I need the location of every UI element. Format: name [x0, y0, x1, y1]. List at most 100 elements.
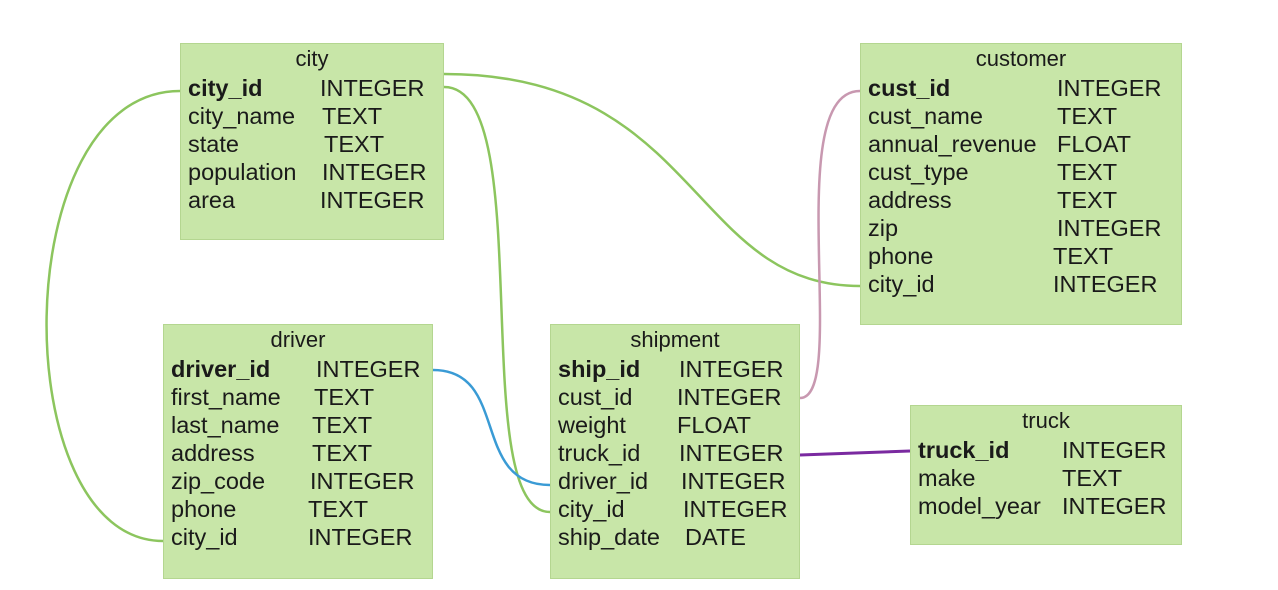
customer-field-cust-id: cust_id INTEGER — [861, 74, 1181, 102]
field-type: INTEGER — [322, 159, 427, 185]
field-type: TEXT — [308, 496, 369, 522]
field-type: INTEGER — [683, 496, 788, 522]
shipment-table-title: shipment — [630, 327, 720, 352]
shipment-field-driver-id: driver_id INTEGER — [551, 467, 799, 495]
field-name: city_id — [171, 524, 238, 550]
field-type: TEXT — [1057, 103, 1118, 129]
customer-field-annual-revenue: annual_revenue FLOAT — [861, 130, 1181, 158]
customer-field-city-id: city_id INTEGER — [861, 270, 1181, 298]
field-name: make — [918, 465, 976, 491]
field-type: INTEGER — [681, 468, 786, 494]
field-name: population — [188, 159, 297, 185]
field-name: state — [188, 131, 239, 157]
field-name: phone — [171, 496, 237, 522]
field-type: TEXT — [324, 131, 385, 157]
field-name: model_year — [918, 493, 1041, 519]
field-name: city_id — [868, 271, 935, 297]
field-name: address — [171, 440, 255, 466]
customer-field-address: address TEXT — [861, 186, 1181, 214]
shipment-field-ship-id: ship_id INTEGER — [551, 355, 799, 383]
field-name: city_id — [558, 496, 625, 522]
field-type: INTEGER — [1053, 271, 1158, 297]
truck-field-make: make TEXT — [911, 464, 1181, 492]
link-customer-to-shipment-cust-id — [799, 89, 861, 400]
field-type: INTEGER — [1057, 75, 1162, 101]
truck-field-truck-id: truck_id INTEGER — [911, 436, 1181, 464]
driver-field-driver-id: driver_id INTEGER — [164, 355, 432, 383]
field-type: FLOAT — [1057, 131, 1131, 157]
field-name: area — [188, 187, 236, 213]
shipment-field-cust-id: cust_id INTEGER — [551, 383, 799, 411]
city-field-area: area INTEGER — [181, 186, 443, 214]
city-table[interactable]: city city_id INTEGER city_name TEXT stat… — [180, 43, 444, 240]
field-name: cust_type — [868, 159, 969, 185]
field-type: TEXT — [1062, 465, 1123, 491]
shipment-field-weight: weight FLOAT — [551, 411, 799, 439]
field-name: ship_date — [558, 524, 660, 550]
driver-table[interactable]: driver driver_id INTEGER first_name TEXT… — [163, 324, 433, 579]
field-name: zip — [868, 215, 899, 241]
driver-field-address: address TEXT — [164, 439, 432, 467]
driver-table-title: driver — [270, 327, 326, 352]
customer-field-cust-name: cust_name TEXT — [861, 102, 1181, 130]
field-name: cust_id — [558, 384, 633, 410]
field-name: cust_name — [868, 103, 983, 129]
link-city-to-customer-city-id — [443, 72, 861, 288]
customer-table-title: customer — [975, 46, 1067, 71]
field-type: INTEGER — [320, 75, 425, 101]
field-type: FLOAT — [677, 412, 751, 438]
link-city-to-driver-city-id — [45, 89, 181, 543]
field-type: INTEGER — [677, 384, 782, 410]
field-name: truck_id — [558, 440, 641, 466]
city-field-population: population INTEGER — [181, 158, 443, 186]
customer-field-zip: zip INTEGER — [861, 214, 1181, 242]
field-name: city_id — [188, 75, 263, 101]
truck-table[interactable]: truck truck_id INTEGER make TEXT model_y… — [910, 405, 1182, 545]
field-name: weight — [558, 412, 626, 438]
driver-field-phone: phone TEXT — [164, 495, 432, 523]
truck-table-title: truck — [1022, 408, 1070, 433]
field-name: city_name — [188, 103, 296, 129]
driver-field-zip-code: zip_code INTEGER — [164, 467, 432, 495]
city-field-city-name: city_name TEXT — [181, 102, 443, 130]
customer-field-phone: phone TEXT — [861, 242, 1181, 270]
city-field-state: state TEXT — [181, 130, 443, 158]
customer-field-cust-type: cust_type TEXT — [861, 158, 1181, 186]
field-type: INTEGER — [679, 440, 784, 466]
field-type: INTEGER — [1062, 493, 1167, 519]
shipment-field-city-id: city_id INTEGER — [551, 495, 799, 523]
field-name: zip_code — [171, 468, 266, 494]
field-type: TEXT — [1057, 159, 1118, 185]
link-city-to-shipment-city-id — [443, 85, 551, 514]
field-name: phone — [868, 243, 934, 269]
field-type: INTEGER — [320, 187, 425, 213]
field-type: TEXT — [312, 412, 373, 438]
field-type: TEXT — [312, 440, 373, 466]
field-name: truck_id — [918, 437, 1010, 463]
field-name: ship_id — [558, 356, 641, 382]
driver-field-city-id: city_id INTEGER — [164, 523, 432, 551]
link-driver-to-shipment-driver-id — [432, 368, 551, 487]
shipment-table[interactable]: shipment ship_id INTEGER cust_id INTEGER… — [550, 324, 800, 579]
field-type: INTEGER — [308, 524, 413, 550]
driver-field-first-name: first_name TEXT — [164, 383, 432, 411]
field-type: TEXT — [1053, 243, 1114, 269]
field-type: DATE — [685, 524, 746, 550]
field-type: INTEGER — [1062, 437, 1167, 463]
shipment-field-truck-id: truck_id INTEGER — [551, 439, 799, 467]
field-name: address — [868, 187, 952, 213]
field-name: annual_revenue — [868, 131, 1037, 157]
customer-table[interactable]: customer cust_id INTEGER cust_name TEXT … — [860, 43, 1182, 325]
city-table-title: city — [295, 46, 329, 71]
field-name: driver_id — [171, 356, 271, 382]
field-type: TEXT — [322, 103, 383, 129]
shipment-field-ship-date: ship_date DATE — [551, 523, 799, 551]
link-truck-to-shipment-truck-id — [799, 449, 911, 457]
field-name: driver_id — [558, 468, 649, 494]
city-field-city-id: city_id INTEGER — [181, 74, 443, 102]
field-type: TEXT — [1057, 187, 1118, 213]
driver-field-last-name: last_name TEXT — [164, 411, 432, 439]
field-name: cust_id — [868, 75, 951, 101]
truck-field-model-year: model_year INTEGER — [911, 492, 1181, 520]
